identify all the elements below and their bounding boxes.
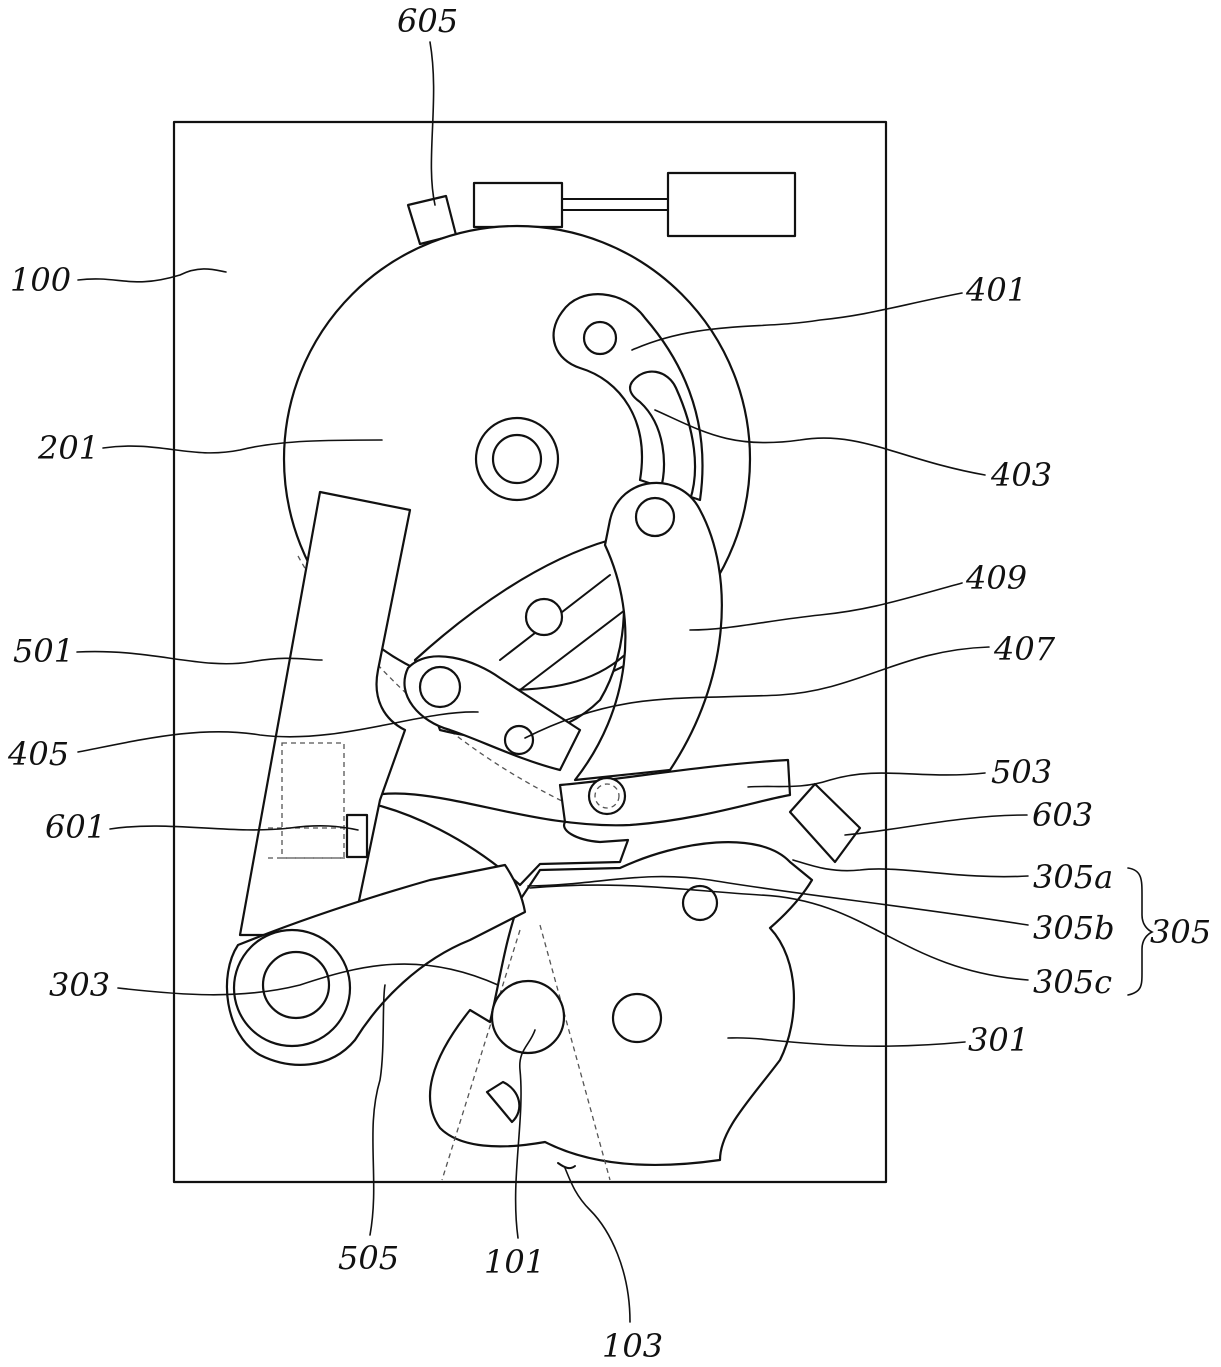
label-501: 501 [13, 632, 74, 670]
label-201: 201 [37, 429, 99, 467]
label-305b: 305b [1033, 909, 1115, 947]
pin-405 [420, 667, 460, 707]
label-303: 303 [49, 966, 110, 1004]
actuator-block-large [668, 173, 795, 236]
label-407: 407 [993, 630, 1056, 668]
pivot-hole-303 [263, 952, 329, 1018]
label-103: 103 [602, 1327, 663, 1365]
pin-407 [505, 726, 533, 754]
pin-401 [584, 322, 616, 354]
label-305a: 305a [1033, 858, 1113, 896]
label-301: 301 [968, 1021, 1029, 1059]
label-405: 405 [7, 735, 69, 773]
pivot-301 [613, 994, 661, 1042]
sensor-601 [347, 815, 367, 857]
label-305c: 305c [1033, 963, 1112, 1001]
disc-hub-inner [493, 435, 541, 483]
pin-409 [636, 498, 674, 536]
label-505: 505 [338, 1239, 399, 1277]
label-403: 403 [990, 456, 1052, 494]
label-100: 100 [10, 261, 71, 299]
label-601: 601 [45, 808, 106, 846]
brace-305 [1128, 868, 1152, 995]
label-605: 605 [397, 2, 458, 40]
label-101: 101 [484, 1243, 545, 1281]
label-503: 503 [991, 753, 1052, 791]
label-409: 409 [965, 559, 1027, 597]
label-401: 401 [965, 271, 1027, 309]
pin-sector [526, 599, 562, 635]
label-305: 305 [1150, 913, 1211, 951]
label-603: 603 [1032, 796, 1093, 834]
actuator-block-small [474, 183, 562, 227]
